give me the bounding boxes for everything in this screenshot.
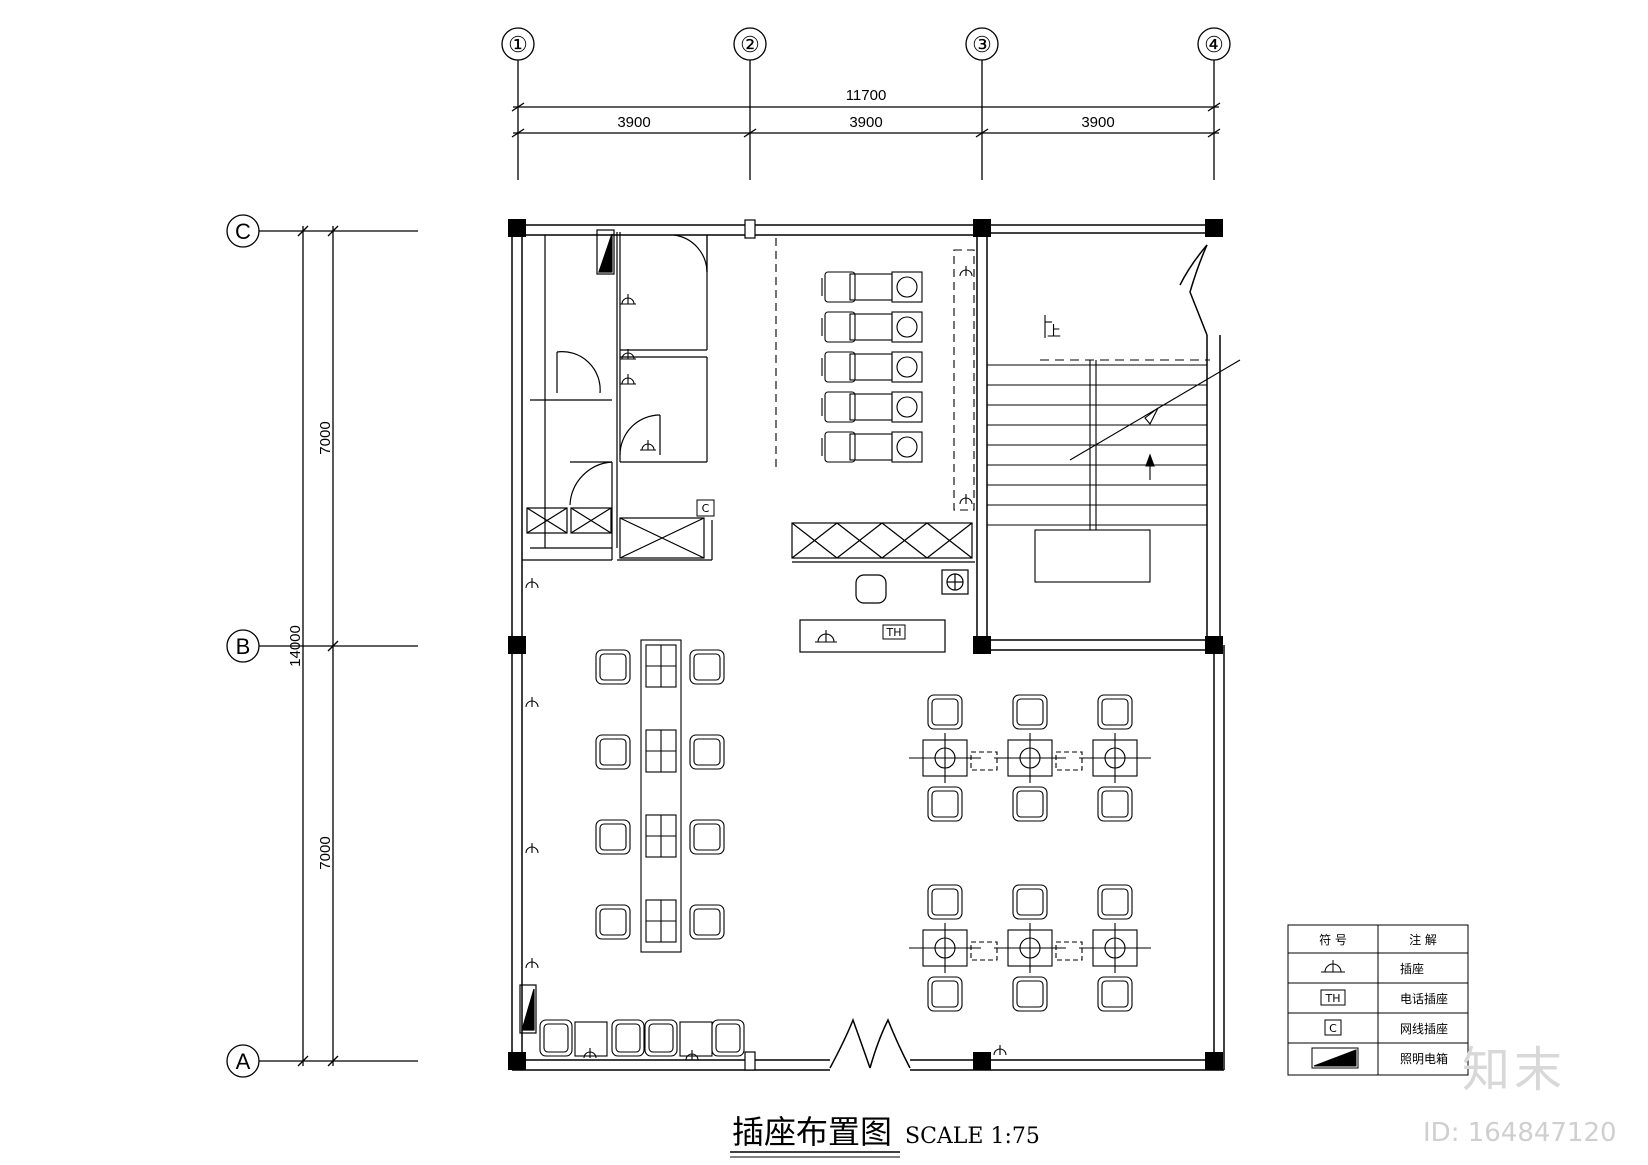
styling-table — [1079, 733, 1151, 783]
chair — [689, 819, 725, 855]
styling-stations-right — [909, 694, 1151, 1012]
wash-chair-unit — [821, 311, 923, 343]
network-socket-box-icon — [1324, 1019, 1342, 1036]
phone-socket-mark: TH — [882, 624, 906, 640]
column-axis-label-1: ① — [508, 32, 528, 57]
legend-table — [1287, 924, 1469, 1076]
row-axis-label-a: A — [236, 1049, 251, 1074]
drawing-title: 插座布置图 — [732, 1113, 892, 1151]
dimension-segment-3: 3900 — [1081, 114, 1114, 131]
svg-text:TH: TH — [886, 626, 902, 639]
structural-columns — [508, 219, 1223, 1070]
network-socket-mark: C — [696, 499, 715, 517]
watermark-id: ID: 164847120 — [1423, 1118, 1617, 1148]
chair — [927, 884, 963, 920]
row-axis-label-c: C — [235, 219, 251, 244]
legend-note-phone: 电话插座 — [1400, 991, 1448, 1006]
chair — [595, 649, 631, 685]
chair — [927, 976, 963, 1012]
wall-sockets — [525, 266, 1007, 1061]
chair — [1012, 976, 1048, 1012]
chair — [595, 734, 631, 770]
row-axis-label-b: B — [236, 634, 251, 659]
dimension-total-top: 11700 — [846, 87, 887, 104]
wash-chair-unit — [821, 431, 923, 463]
connector-table — [1055, 941, 1083, 961]
styling-table — [909, 733, 981, 783]
legend-symbol-phone: TH — [1325, 992, 1341, 1005]
column-axis-2 — [733, 27, 767, 180]
dimension-segment-1: 3900 — [617, 114, 650, 131]
chair — [927, 786, 963, 822]
connector-table — [970, 941, 998, 961]
chair — [1012, 786, 1048, 822]
chair — [1097, 694, 1133, 730]
chair — [595, 819, 631, 855]
column-axis-1 — [501, 27, 535, 180]
row-axis-c — [226, 214, 418, 248]
chair — [1097, 884, 1133, 920]
stair — [987, 315, 1241, 583]
dimension-left-upper: 7000 — [317, 421, 334, 454]
stair-up-label: 上 — [1047, 324, 1061, 340]
styling-table — [909, 923, 981, 973]
mirror-unit — [645, 644, 677, 688]
column-axis-4 — [1197, 27, 1231, 180]
chair — [539, 1019, 573, 1057]
styling-table — [1079, 923, 1151, 973]
chair — [689, 904, 725, 940]
distribution-box-icon — [1311, 1047, 1359, 1069]
mirror-unit — [645, 729, 677, 773]
chair — [1012, 694, 1048, 730]
chair — [611, 1019, 645, 1057]
legend-note-network: 网线插座 — [1400, 1021, 1448, 1036]
wash-chair-unit — [821, 391, 923, 423]
dimension-segment-2: 3900 — [849, 114, 882, 131]
column-axis-label-3: ③ — [972, 32, 992, 57]
legend-header-symbol: 符 号 — [1319, 932, 1347, 947]
legend-symbol-network: C — [1329, 1022, 1337, 1035]
mirror-unit — [645, 899, 677, 943]
svg-text:C: C — [702, 502, 710, 515]
wash-chair-unit — [821, 351, 923, 383]
chair — [927, 694, 963, 730]
row-axis-b — [226, 629, 418, 663]
column-axis-3 — [965, 27, 999, 180]
legend-note-socket: 插座 — [1400, 961, 1424, 976]
chair — [595, 904, 631, 940]
dimension-left-total: 14000 — [287, 625, 304, 667]
styling-stations-left — [595, 639, 725, 953]
column-axis-label-4: ④ — [1204, 32, 1224, 57]
dimension-left-lower: 7000 — [317, 836, 334, 869]
connector-table — [970, 751, 998, 771]
row-axis-a — [226, 1044, 418, 1078]
legend-header-note: 注 解 — [1409, 932, 1437, 947]
waiting-chairs — [539, 1019, 745, 1057]
mirror-unit — [645, 814, 677, 858]
chair — [689, 734, 725, 770]
legend-note-distribution: 照明电箱 — [1400, 1051, 1448, 1066]
chair — [1097, 786, 1133, 822]
chair — [644, 1019, 678, 1057]
chair — [689, 649, 725, 685]
phone-socket-box-icon — [1320, 989, 1346, 1006]
washing-station — [775, 238, 975, 511]
building-walls — [511, 224, 1225, 1071]
styling-table — [994, 733, 1066, 783]
drawing-scale: SCALE 1:75 — [905, 1124, 1040, 1149]
restroom-block — [519, 229, 713, 1034]
styling-table — [994, 923, 1066, 973]
socket-symbol-icon — [1321, 960, 1345, 973]
chair — [1097, 976, 1133, 1012]
chair — [711, 1019, 745, 1057]
watermark-logo: 知末 — [1462, 1042, 1567, 1098]
connector-table — [1055, 751, 1083, 771]
wash-chair-unit — [821, 271, 923, 303]
chair — [1012, 884, 1048, 920]
column-axis-label-2: ② — [740, 32, 760, 57]
reception-desk — [791, 522, 975, 653]
